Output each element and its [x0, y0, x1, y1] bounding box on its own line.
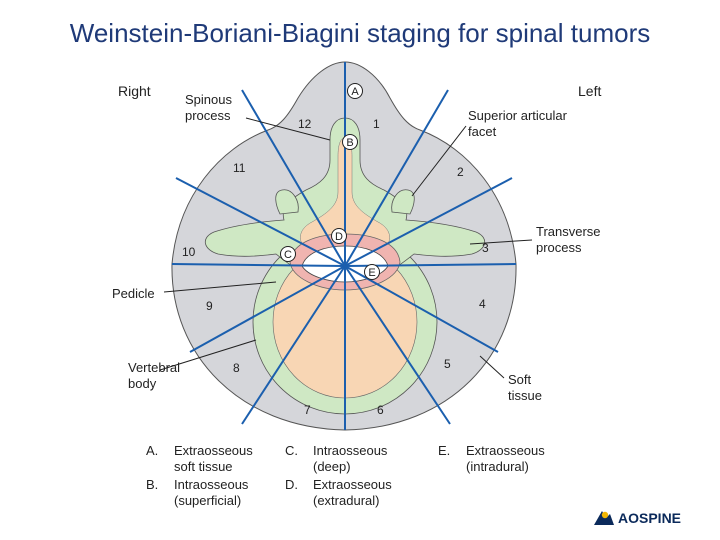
legend-key: B. [146, 477, 159, 492]
legend-key: A. [146, 443, 159, 458]
layer-c-marker: C [284, 249, 292, 261]
legend-line-2: (superficial) [174, 493, 242, 508]
layer-d-marker: D [335, 231, 343, 243]
facet-label-1: Superior articular [468, 108, 568, 123]
transverse-process-label-1: Transverse [536, 224, 601, 239]
layer-b-marker: B [346, 137, 353, 149]
zone-7-label: 7 [304, 403, 311, 417]
zone-2-label: 2 [457, 165, 464, 179]
legend-key: C. [285, 443, 298, 458]
aospine-logo-icon [594, 511, 614, 525]
zone-1-label: 1 [373, 117, 380, 131]
legend-line-2: (deep) [313, 459, 351, 474]
legend-line-2: (intradural) [466, 459, 529, 474]
callout-pointers [159, 117, 533, 379]
layer-markers [280, 83, 380, 280]
legend-line-1: Extraosseous [466, 443, 545, 458]
transverse-process-label-2: process [536, 240, 582, 255]
zone-8-label: 8 [233, 361, 240, 375]
legend-line-2: (extradural) [313, 493, 380, 508]
zone-11-label: 11 [233, 161, 246, 175]
zone-9-label: 9 [206, 299, 213, 313]
zone-5-label: 5 [444, 357, 451, 371]
legend-line-1: Extraosseous [313, 477, 392, 492]
zone-6-label: 6 [377, 403, 384, 417]
soft-tissue-label-1: Soft [508, 372, 532, 387]
zone-3-label: 3 [482, 241, 489, 255]
spinous-process-label-1: Spinous [185, 92, 232, 107]
right-facet [275, 189, 299, 215]
legend-key: D. [285, 477, 298, 492]
left-side-label: Left [578, 83, 601, 99]
legend-line-2: soft tissue [174, 459, 233, 474]
left-facet [391, 189, 415, 215]
layer-a-marker: A [351, 86, 359, 98]
facet-label-2: facet [468, 124, 497, 139]
vertebral-body-label-1: Vertebral [128, 360, 180, 375]
page-title: Weinstein-Boriani-Biagini staging for sp… [69, 18, 651, 48]
pedicle-label: Pedicle [112, 286, 155, 301]
legend-key: E. [438, 443, 451, 458]
zone-4-label: 4 [479, 297, 486, 311]
right-side-label: Right [118, 83, 151, 99]
zone-12-label: 12 [298, 117, 312, 131]
soft-tissue-label-2: tissue [508, 388, 542, 403]
legend-line-1: Intraosseous [174, 477, 249, 492]
aospine-logo-text: AOSPINE [618, 510, 682, 526]
layer-e-marker: E [368, 267, 375, 279]
vertebral-body-label-2: body [128, 376, 157, 391]
legend-line-1: Extraosseous [174, 443, 253, 458]
legend-line-1: Intraosseous [313, 443, 388, 458]
zone-10-label: 10 [182, 245, 196, 259]
spinous-process-label-2: process [185, 108, 231, 123]
